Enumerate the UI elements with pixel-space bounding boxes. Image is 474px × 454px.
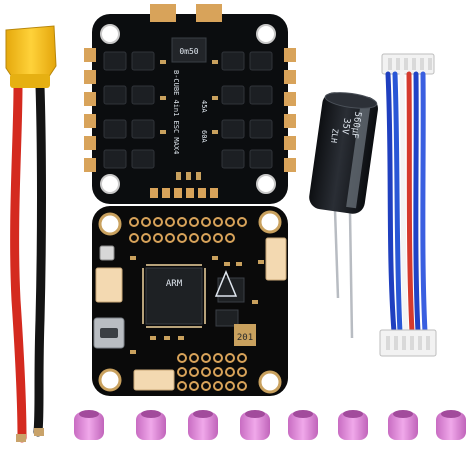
mount-hole [258, 210, 282, 234]
rubber-grommet [188, 410, 218, 440]
mount-hole [98, 212, 122, 236]
esc-signal-header [150, 188, 218, 198]
ribbon-wires [385, 71, 428, 335]
rubber-grommet [240, 410, 270, 440]
flight-controller-board: ARM 201 [92, 206, 288, 396]
xt60-housing [5, 25, 57, 81]
rubber-grommet [74, 410, 104, 440]
mount-hole [258, 370, 282, 394]
ribbon-connector-bottom-pins [386, 336, 430, 350]
fc-jst-connector-left [95, 267, 123, 303]
esc-chip-marking: 0m50 [179, 47, 198, 56]
electrolytic-capacitor: 35V 560μF ZLH [309, 92, 378, 339]
fc-chip-marking: ARM [166, 279, 183, 289]
rubber-grommet [338, 410, 368, 440]
capacitor-marking-2: 560μF [349, 111, 363, 139]
mount-hole [100, 24, 120, 44]
fc-jst-connector-bottom [133, 369, 175, 391]
capacitor-lead-left [333, 209, 340, 299]
esc-rating-silkscreen-2: 60A [200, 130, 208, 143]
esc-model-silkscreen: B-CUBE 4in1 ESC MAX4 [172, 70, 180, 154]
mosfet-array [103, 51, 273, 169]
battery-pad [150, 4, 176, 22]
boot-button [99, 245, 115, 261]
xt60-connector-assembly [5, 25, 57, 443]
mount-hole [100, 174, 120, 194]
mount-hole [256, 24, 276, 44]
fc-mcu [145, 267, 203, 325]
xt60-collar [10, 74, 50, 88]
motor-pads-right [284, 48, 296, 172]
esc-board: 0m50 B-CUBE 4in1 ESC MAX4 45A 60A [84, 4, 296, 204]
mcu-pins [142, 264, 206, 328]
esc-rating-silkscreen: 45A [200, 100, 208, 113]
fc-small-chip [215, 309, 239, 327]
black-wire-tip [34, 428, 44, 436]
red-wire [10, 81, 27, 443]
capacitor-stripe [346, 101, 371, 209]
fc-regulator-marking: 201 [237, 333, 253, 343]
ribbon-connector-top-pins [388, 58, 432, 70]
grommet-row [74, 410, 466, 440]
smd-pads [160, 60, 218, 180]
motor-pads-left [84, 48, 96, 172]
rubber-grommet [288, 410, 318, 440]
mount-hole [256, 174, 276, 194]
battery-pad [196, 4, 222, 22]
fc-passives [130, 256, 264, 354]
capacitor-top [324, 92, 378, 109]
orientation-arrow [214, 270, 238, 297]
fc-bottom-pads [177, 353, 247, 391]
ribbon-cable [379, 53, 437, 357]
black-wire [33, 81, 46, 437]
usb-port-opening [100, 328, 118, 338]
fc-regulator [234, 324, 256, 346]
capacitor-lead-right [348, 211, 354, 339]
rubber-grommet [388, 410, 418, 440]
fc-jst-connector-right [265, 237, 287, 281]
rubber-grommet [136, 410, 166, 440]
esc-mcu [171, 37, 207, 63]
mount-hole [98, 368, 122, 392]
fc-top-pads [129, 217, 247, 243]
capacitor-marking-1: 35V [339, 117, 351, 135]
capacitor-marking-3: ZLH [329, 128, 340, 144]
red-wire-tip [16, 434, 26, 442]
rubber-grommet [436, 410, 466, 440]
